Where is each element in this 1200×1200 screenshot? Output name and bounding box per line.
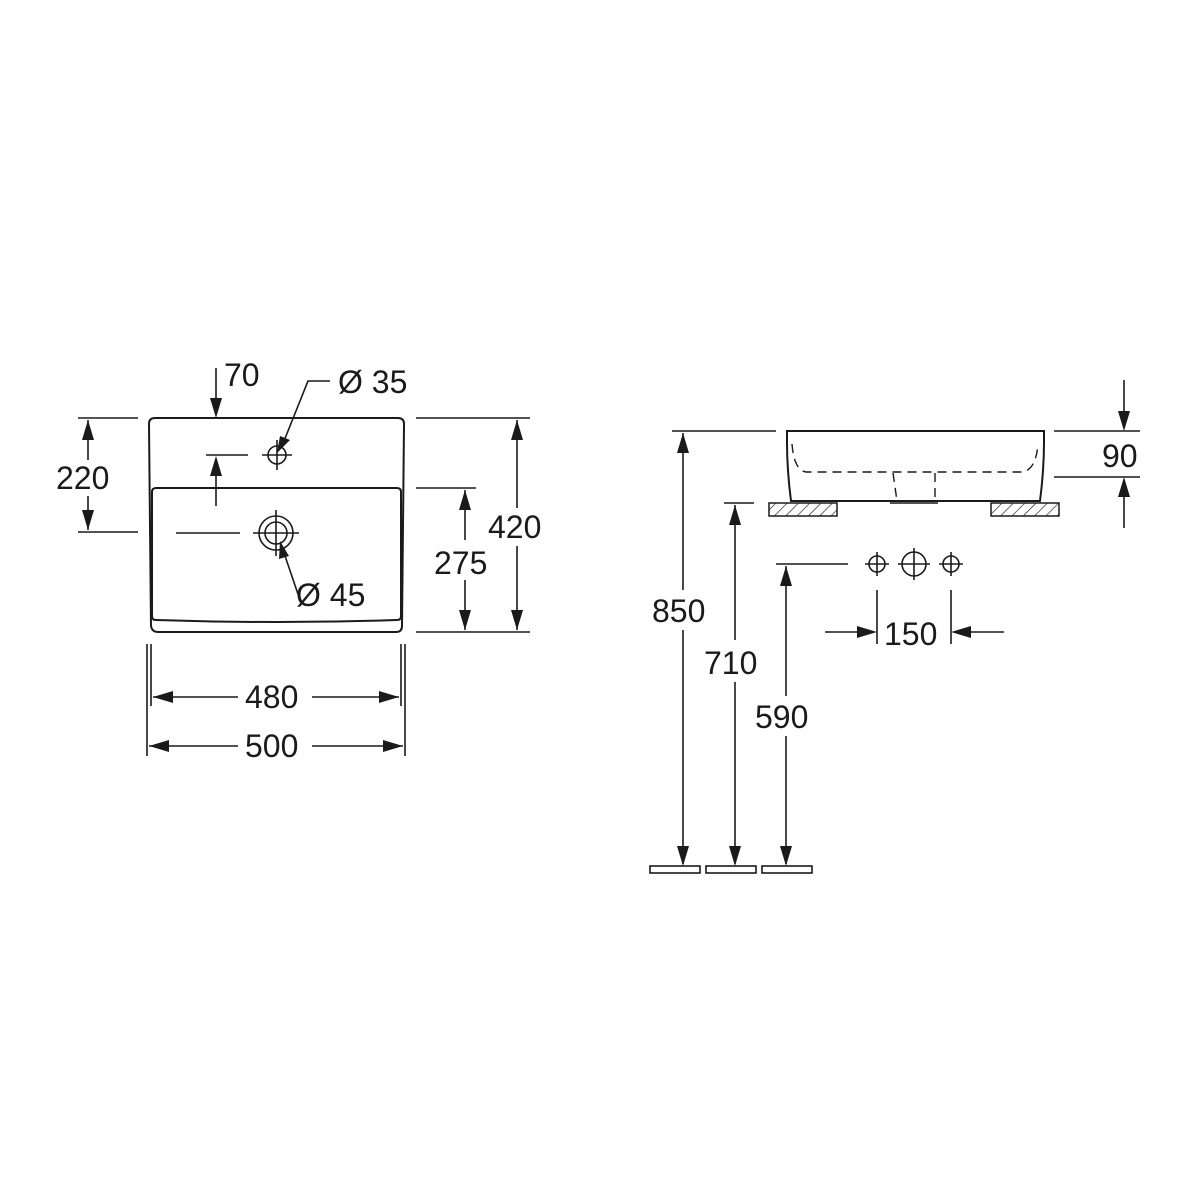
floor-block-2 <box>705 865 757 874</box>
fitting-right <box>939 552 963 576</box>
floor-block-3 <box>761 865 813 874</box>
dim-overall-depth: 420 <box>488 509 541 545</box>
dim-bowl-depth: 275 <box>434 545 487 581</box>
dim-bowl-width: 480 <box>245 679 298 715</box>
dim-top-height: 850 <box>652 593 705 629</box>
basin-bowl-hidden-line <box>791 443 1039 473</box>
plan-view: 70 Ø 35 Ø 45 220 275 420 <box>56 357 541 764</box>
dim-overall-width: 500 <box>245 728 298 764</box>
dim-fitting-spacing: 150 <box>884 616 937 652</box>
floor-block-1 <box>649 865 701 874</box>
dim-basin-height: 90 <box>1102 438 1138 474</box>
counter-support-right <box>990 502 1060 517</box>
dim-drain-diameter: Ø 45 <box>296 577 365 613</box>
dim-tap-hole-diameter: Ø 35 <box>338 364 407 400</box>
dim-tap-hole-offset: 70 <box>224 357 260 393</box>
fitting-center <box>898 548 930 580</box>
dim-tap-hole-depth: 220 <box>56 460 109 496</box>
fitting-left <box>865 552 889 576</box>
dim-outlet-height: 590 <box>755 699 808 735</box>
counter-support-left <box>768 502 838 517</box>
basin-bowl-outline <box>151 487 402 623</box>
basin-side-profile <box>786 430 1045 502</box>
dim-counter-height: 710 <box>704 645 757 681</box>
basin-outer-outline <box>147 417 406 633</box>
side-view: 90 850 710 590 <box>649 380 1140 874</box>
